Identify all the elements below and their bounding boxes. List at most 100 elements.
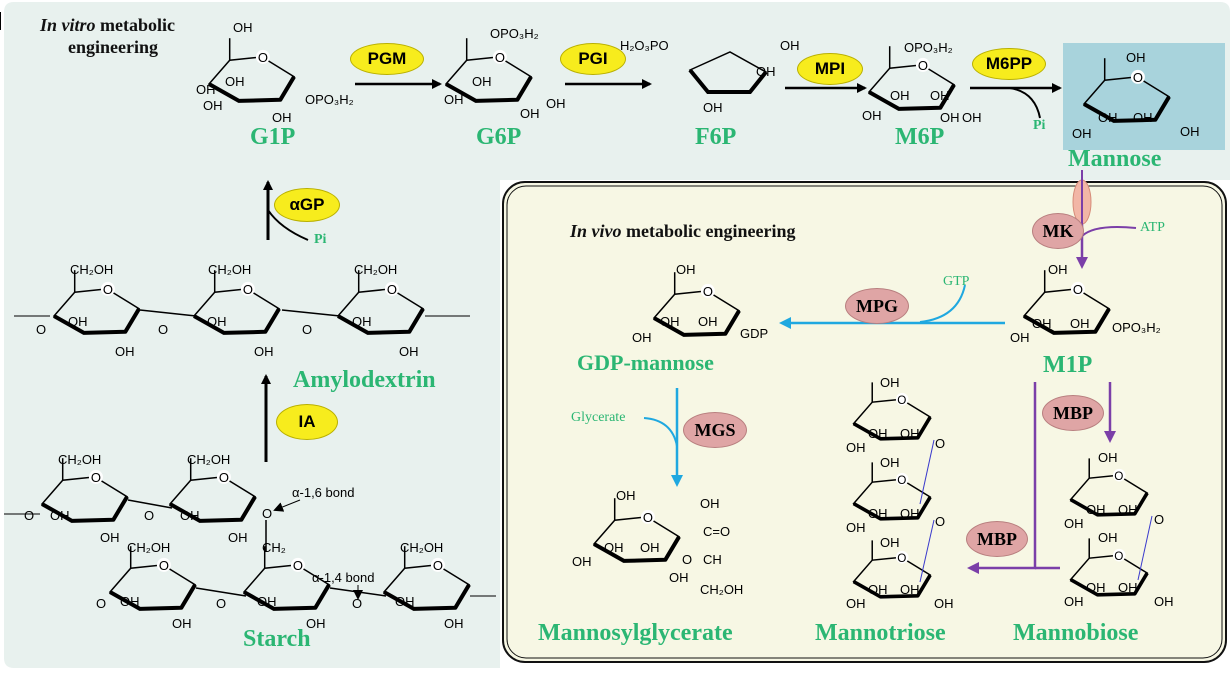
enzyme-mbp-lower: MBP xyxy=(966,521,1028,557)
ring-g1p-front-edge xyxy=(208,75,296,103)
sub-mannose-oh-3: OH xyxy=(1072,126,1092,141)
sub-g6p-oh-4: OH xyxy=(546,96,566,111)
sub-mt-o-1: O xyxy=(935,436,946,451)
ring-g1p-ring-oxygen-halo xyxy=(255,49,270,64)
sub-amy-o-3: O xyxy=(302,322,313,337)
ring-st-4-front-edge xyxy=(243,583,331,611)
enzyme-m6pp: M6PP xyxy=(972,48,1046,80)
ring-mannose-ring-oxygen: O xyxy=(1133,70,1143,85)
cofactor-glycerate: Glycerate xyxy=(571,410,626,425)
sub-g6p-oh-1: OH xyxy=(472,74,492,89)
sub-mt-oh-2: OH xyxy=(900,426,920,441)
sub-m6p-opo3h2: OPO₃H₂ xyxy=(904,40,953,55)
sub-st-ch2oh-3: CH₂OH xyxy=(127,540,171,555)
sub-mb-oh-1: OH xyxy=(1086,502,1106,517)
ring-mg-ring-oxygen: O xyxy=(643,510,653,525)
ring-g6p-ring-oxygen-halo xyxy=(492,49,507,64)
sub-m1p-oh-2: OH xyxy=(1070,316,1090,331)
ring-st-1-ring-oxygen: O xyxy=(91,470,101,485)
ring-mg-front-edge xyxy=(593,535,681,563)
ring-st-3-front-edge xyxy=(109,583,197,611)
sub-st-oh-3: OH xyxy=(180,508,200,523)
sub-g1p-oh-bot: OH xyxy=(272,110,292,125)
link-st-1-2 xyxy=(127,499,173,509)
sub-g1p-oh-l2: OH xyxy=(225,74,245,89)
arrow-atp xyxy=(1081,226,1137,237)
in-vitro-panel xyxy=(4,2,1230,668)
sub-mg-oh-4: OH xyxy=(669,570,689,585)
sub-amy-o-1: O xyxy=(36,322,47,337)
ring-st-5-ring-oxygen: O xyxy=(433,558,443,573)
cofactor-pi-agp: Pi xyxy=(314,232,327,247)
sub-st-oh-6: OH xyxy=(172,616,192,631)
ring-mb-2-ring-oxygen-halo xyxy=(1112,548,1126,562)
sub-st-o-4: O xyxy=(96,596,107,611)
label-g1p: G1P xyxy=(250,124,296,150)
sub-mg-oh-3: OH xyxy=(572,554,592,569)
sub-st-oh-7: OH xyxy=(257,594,277,609)
arrow-pi-release xyxy=(1009,87,1041,119)
sub-f6p-oh-2: OH xyxy=(756,64,776,79)
ring-amy-2-ring-oxygen-halo xyxy=(240,281,255,296)
sub-st-ch2oh-1: CH₂OH xyxy=(58,452,102,467)
ring-m6p-ring-oxygen-halo xyxy=(915,57,930,72)
sub-mannose-oh-top: OH xyxy=(1126,50,1146,65)
sub-mt-oh-9: OH xyxy=(868,582,888,597)
sub-f6p-oh-3: OH xyxy=(703,100,723,115)
sub-mb-oh-top: OH xyxy=(1098,450,1118,465)
sub-m6p-oh-4: OH xyxy=(940,110,960,125)
sub-amy-oh-2: OH xyxy=(115,344,135,359)
ring-st-3-ring-oxygen: O xyxy=(159,558,169,573)
sub-f6p-oh-1: OH xyxy=(780,38,800,53)
sub-m1p-opo3h2: OPO₃H₂ xyxy=(1112,320,1161,335)
sub-st-o-3: O xyxy=(262,506,273,521)
sub-gdpm-oh-2: OH xyxy=(698,314,718,329)
sub-mg-co: C=O xyxy=(703,524,731,539)
sub-amy-oh-6: OH xyxy=(399,344,419,359)
ring-mt-1-ring-oxygen: O xyxy=(897,394,906,407)
sub-mb-o-1: O xyxy=(1154,512,1165,527)
enzyme-pgi: PGI xyxy=(560,43,626,75)
glycosidic-links xyxy=(4,309,1153,597)
sub-mt-oh-7: OH xyxy=(846,520,866,535)
reaction-arrows xyxy=(261,79,1137,600)
ring-mt-2-ring-oxygen-halo xyxy=(895,472,909,486)
ring-amy-1-ring-oxygen: O xyxy=(103,282,113,297)
in-vitro-title: In vitro metabolic engineering xyxy=(40,15,175,57)
sub-st-o-1: O xyxy=(24,508,35,523)
ring-st-1-front-edge xyxy=(41,495,129,523)
enzyme-agp: αGP xyxy=(274,188,340,222)
link-st-4-5 xyxy=(329,587,387,597)
sub-m6p-oh-2: OH xyxy=(930,88,950,103)
label-gdp-mannose: GDP-mannose xyxy=(577,350,714,375)
sub-gdpm-oh-3: OH xyxy=(632,330,652,345)
cofactor-gtp: GTP xyxy=(943,274,970,289)
ring-st-1-ring-oxygen-halo xyxy=(88,469,103,484)
ring-amy-1-front-edge xyxy=(53,307,141,335)
sub-st-ch2oh-4: CH₂OH xyxy=(400,540,444,555)
enzyme-mk: MK xyxy=(1032,213,1084,249)
sub-mb-oh-4: OH xyxy=(1098,530,1118,545)
sub-st-oh-4: OH xyxy=(228,530,248,545)
ring-gdpm-ring-oxygen-halo xyxy=(700,283,715,298)
ring-st-2-ring-oxygen-halo xyxy=(216,469,231,484)
label-starch: Starch xyxy=(243,626,311,652)
ring-amy-3-ring-oxygen: O xyxy=(387,282,397,297)
sub-gdpm-oh-1: OH xyxy=(660,314,680,329)
sub-g1p-oh-top: OH xyxy=(233,20,253,35)
ring-mb-2-ring-oxygen: O xyxy=(1114,550,1123,563)
sub-mg-ch2oh: CH₂OH xyxy=(700,582,744,597)
enzyme-mpg: MPG xyxy=(845,288,909,324)
ring-mb-1-front-edge xyxy=(1069,492,1149,517)
ring-st-5-ring-oxygen-halo xyxy=(430,557,445,572)
ring-mg-ring-oxygen-halo xyxy=(640,509,655,524)
label-a16-bond: α-1,6 bond xyxy=(292,485,355,500)
ring-mb-2-front-edge xyxy=(1069,572,1149,597)
enzyme-mgs: MGS xyxy=(683,412,747,448)
ring-g1p-ring-oxygen: O xyxy=(258,50,268,65)
ring-st-5-front-edge xyxy=(383,583,471,611)
ring-mb-1-ring-oxygen-halo xyxy=(1112,468,1126,482)
ring-mt-3-ring-oxygen-halo xyxy=(895,550,909,564)
sub-mb-oh-3: OH xyxy=(1064,516,1084,531)
sub-mt-oh-1: OH xyxy=(868,426,888,441)
